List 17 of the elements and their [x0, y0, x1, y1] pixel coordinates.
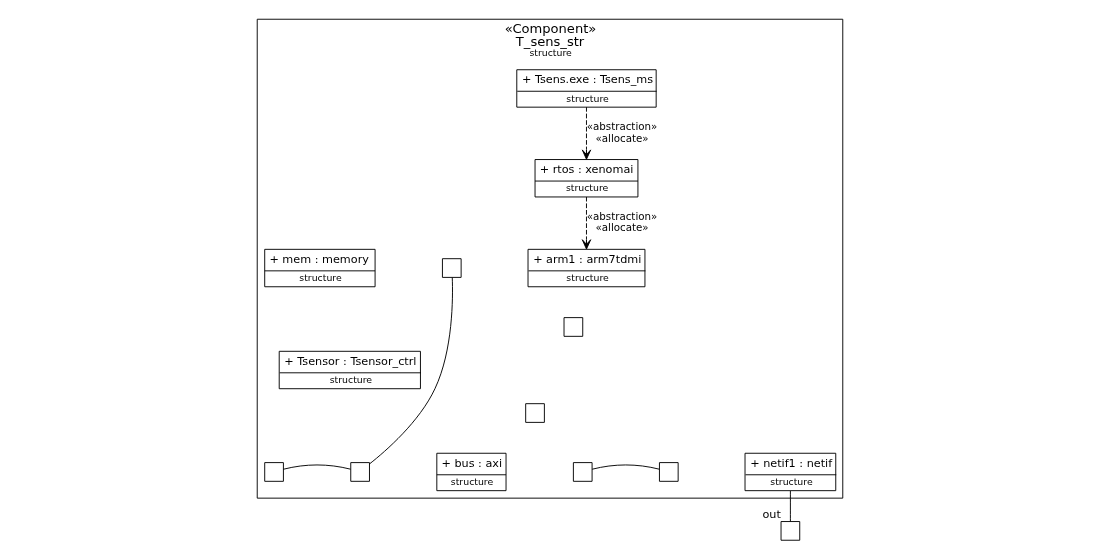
node-box	[658, 462, 679, 482]
edge-label: «abstraction» «allocate»	[586, 120, 657, 144]
connector	[368, 277, 453, 465]
node-box	[572, 462, 593, 482]
connector	[591, 464, 660, 470]
node-box	[263, 462, 284, 482]
edge-label: «abstraction» «allocate»	[586, 210, 657, 234]
node-box	[441, 258, 462, 278]
node-box	[349, 462, 370, 482]
node-box	[524, 403, 545, 423]
node-box	[563, 317, 583, 337]
arrow	[581, 196, 591, 250]
connector	[282, 464, 351, 470]
node-box	[780, 521, 800, 541]
arrow	[581, 106, 591, 160]
connector	[789, 490, 791, 522]
node-label: out	[762, 508, 781, 522]
